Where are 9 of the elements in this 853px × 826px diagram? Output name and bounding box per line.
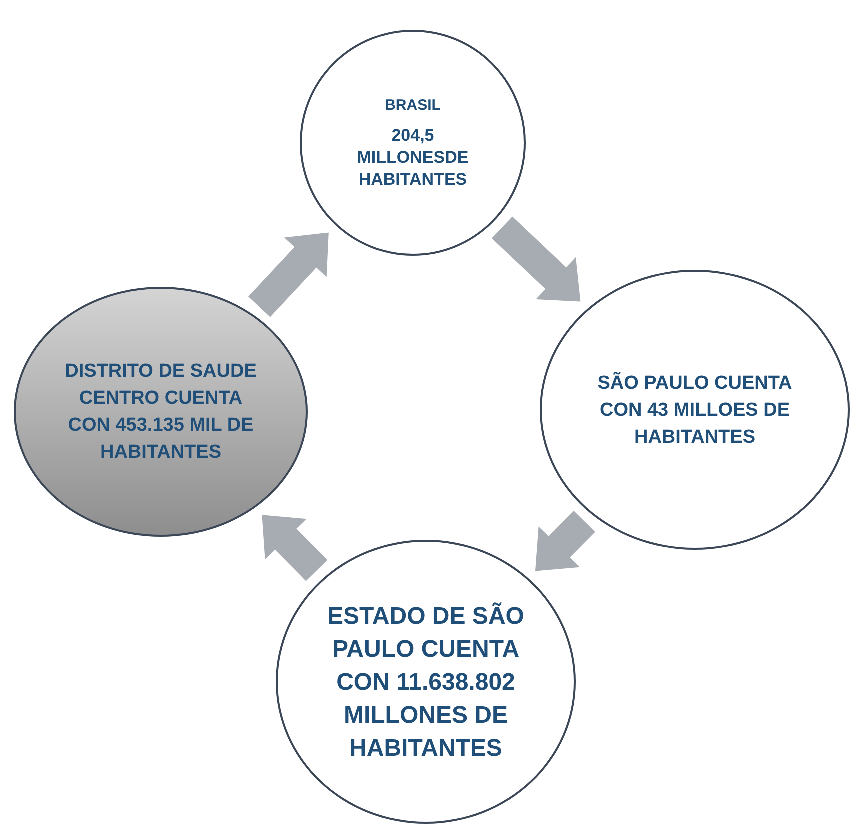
block-arrow: [492, 216, 581, 302]
circle-text: 204,5 MILLONESDE HABITANTES: [356, 125, 470, 192]
circle-heading: BRASIL: [385, 96, 441, 116]
circle-text: ESTADO DE SÃO PAULO CUENTA CON 11.638.802 MILLONES DE HABITANTES: [326, 602, 526, 764]
block-arrow: [248, 232, 329, 318]
block-arrow: [262, 515, 328, 582]
circle-text: SÃO PAULO CUENTA CON 43 MILLOES DE HABITANTES: [596, 371, 794, 450]
block-arrow: [536, 511, 596, 572]
circle-text: DISTRITO DE SAUDE CENTRO CUENTA CON 453.135 MIL DE HABITANTES: [64, 360, 258, 465]
